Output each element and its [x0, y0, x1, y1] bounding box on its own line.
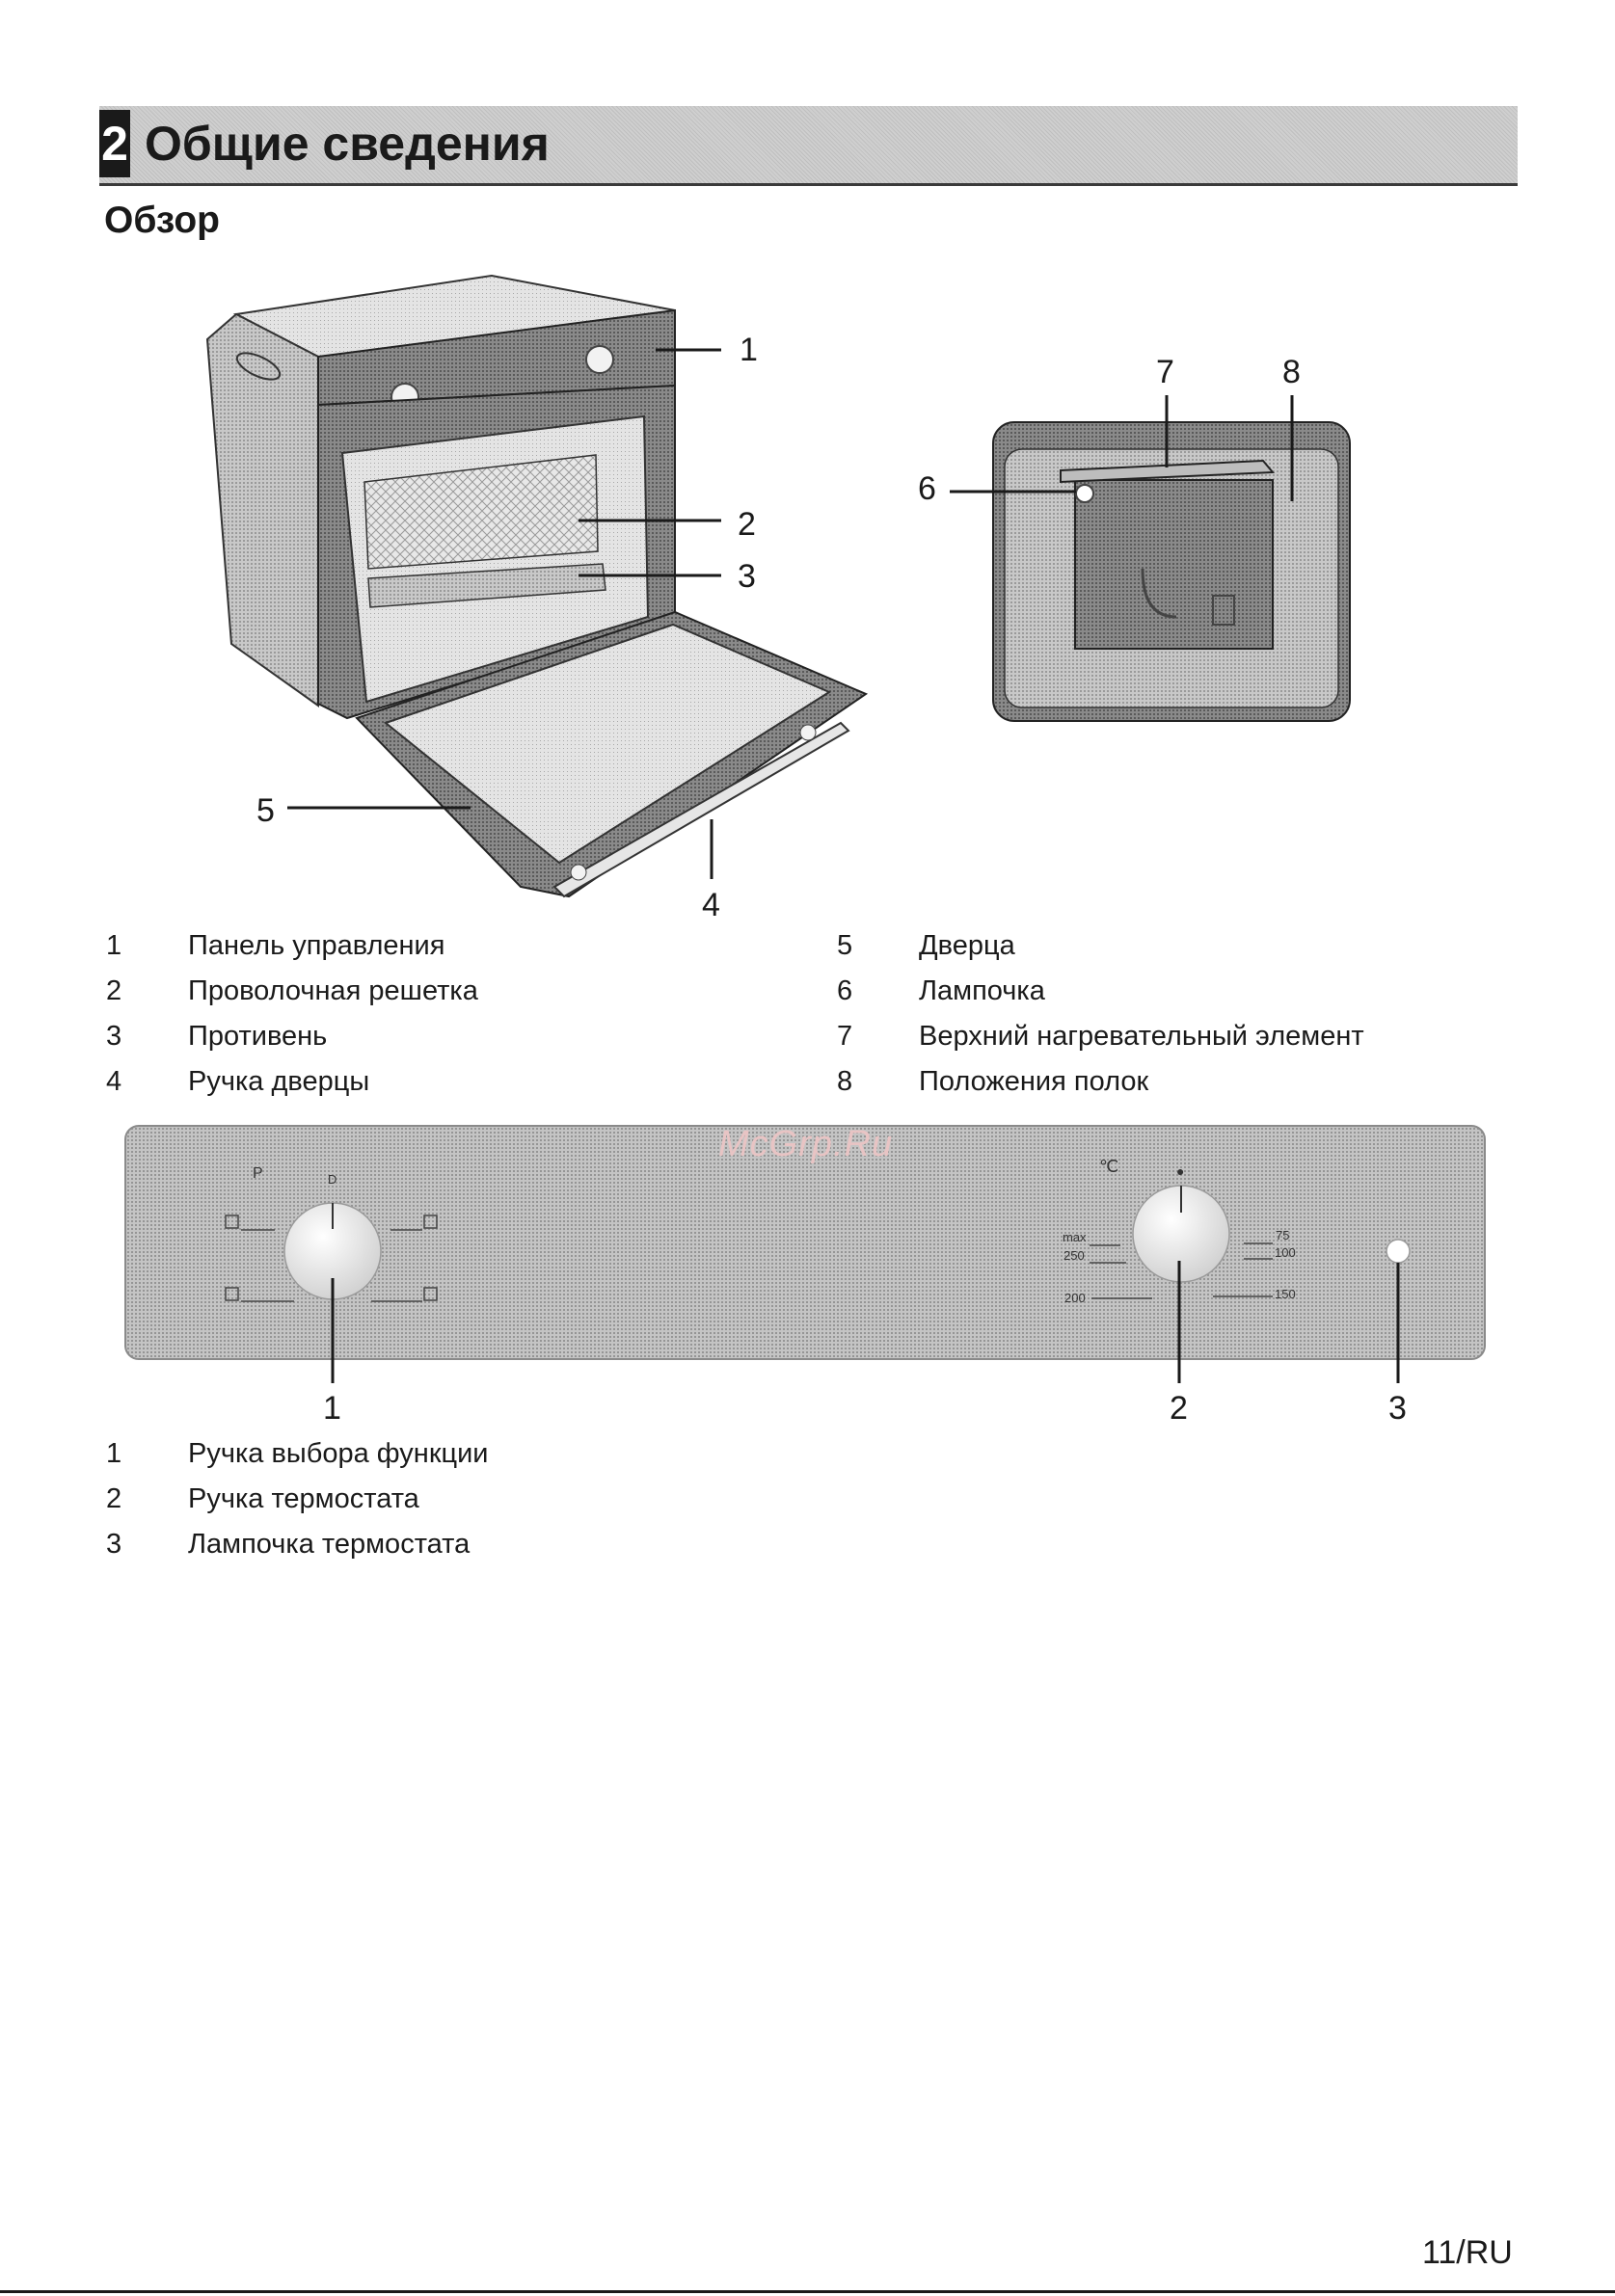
callout-4: 4 [702, 887, 720, 923]
mode-label-p: P [253, 1165, 263, 1182]
callout-2: 2 [738, 506, 756, 543]
legend-text: Проволочная решетка [188, 974, 478, 1008]
oven-interior-illustration [993, 422, 1350, 721]
callout-5: 5 [256, 792, 275, 829]
marker-dot-icon: ● [1176, 1163, 1184, 1179]
legend-text: Противень [188, 1019, 327, 1054]
lamp-icon [1076, 485, 1093, 502]
panel-callout-3: 3 [1388, 1390, 1407, 1427]
parts-legend: 1 Панель управления 2 Проволочная решетк… [106, 928, 1552, 1102]
legend-text: Положения полок [919, 1064, 1148, 1099]
bottom-rule [0, 2290, 1615, 2293]
legend-text: Лампочка [919, 974, 1045, 1008]
legend-text: Ручка термостата [188, 1482, 419, 1516]
legend-text: Панель управления [188, 928, 444, 963]
page-number: 11/RU [1422, 2234, 1513, 2272]
legend-text: Ручка дверцы [188, 1064, 369, 1099]
callout-1: 1 [740, 332, 758, 368]
temp-mark-150: 150 [1275, 1287, 1296, 1301]
callout-6: 6 [918, 470, 936, 507]
legend-number: 2 [106, 974, 121, 1008]
callout-3: 3 [738, 558, 756, 595]
legend-number: 1 [106, 928, 121, 963]
temp-unit-icon: ℃ [1099, 1157, 1118, 1176]
knob-icon [586, 346, 613, 373]
legend-text: Дверца [919, 928, 1015, 963]
temp-mark-75: 75 [1276, 1228, 1289, 1242]
legend-number: 1 [106, 1436, 121, 1471]
callout-7: 7 [1156, 354, 1174, 390]
legend-number: 2 [106, 1482, 121, 1516]
legend-text: Верхний нагревательный элемент [919, 1019, 1364, 1054]
mode-label-d: D [328, 1172, 336, 1187]
panel-callout-1: 1 [323, 1390, 341, 1427]
controls-legend: 1 Ручка выбора функции 2 Ручка термостат… [106, 1436, 781, 1562]
temp-mark-max: max [1063, 1230, 1087, 1244]
legend-number: 3 [106, 1019, 121, 1054]
panel-callout-2: 2 [1170, 1390, 1188, 1427]
thermostat-lamp-icon [1386, 1240, 1410, 1263]
legend-text: Ручка выбора функции [188, 1436, 489, 1471]
oven-body-illustration [207, 276, 866, 896]
oven-overview-figure: 1 2 3 4 5 6 7 8 [0, 0, 1615, 925]
legend-number: 5 [837, 928, 852, 963]
callout-8: 8 [1282, 354, 1301, 390]
legend-number: 6 [837, 974, 852, 1008]
legend-number: 7 [837, 1019, 852, 1054]
temp-mark-200: 200 [1064, 1291, 1086, 1305]
legend-number: 3 [106, 1527, 121, 1562]
temp-mark-100: 100 [1275, 1245, 1296, 1260]
temp-mark-250: 250 [1063, 1248, 1085, 1263]
legend-number: 4 [106, 1064, 121, 1099]
watermark: McGrp.Ru [718, 1124, 893, 1165]
legend-number: 8 [837, 1064, 852, 1099]
legend-text: Лампочка термостата [188, 1527, 470, 1562]
